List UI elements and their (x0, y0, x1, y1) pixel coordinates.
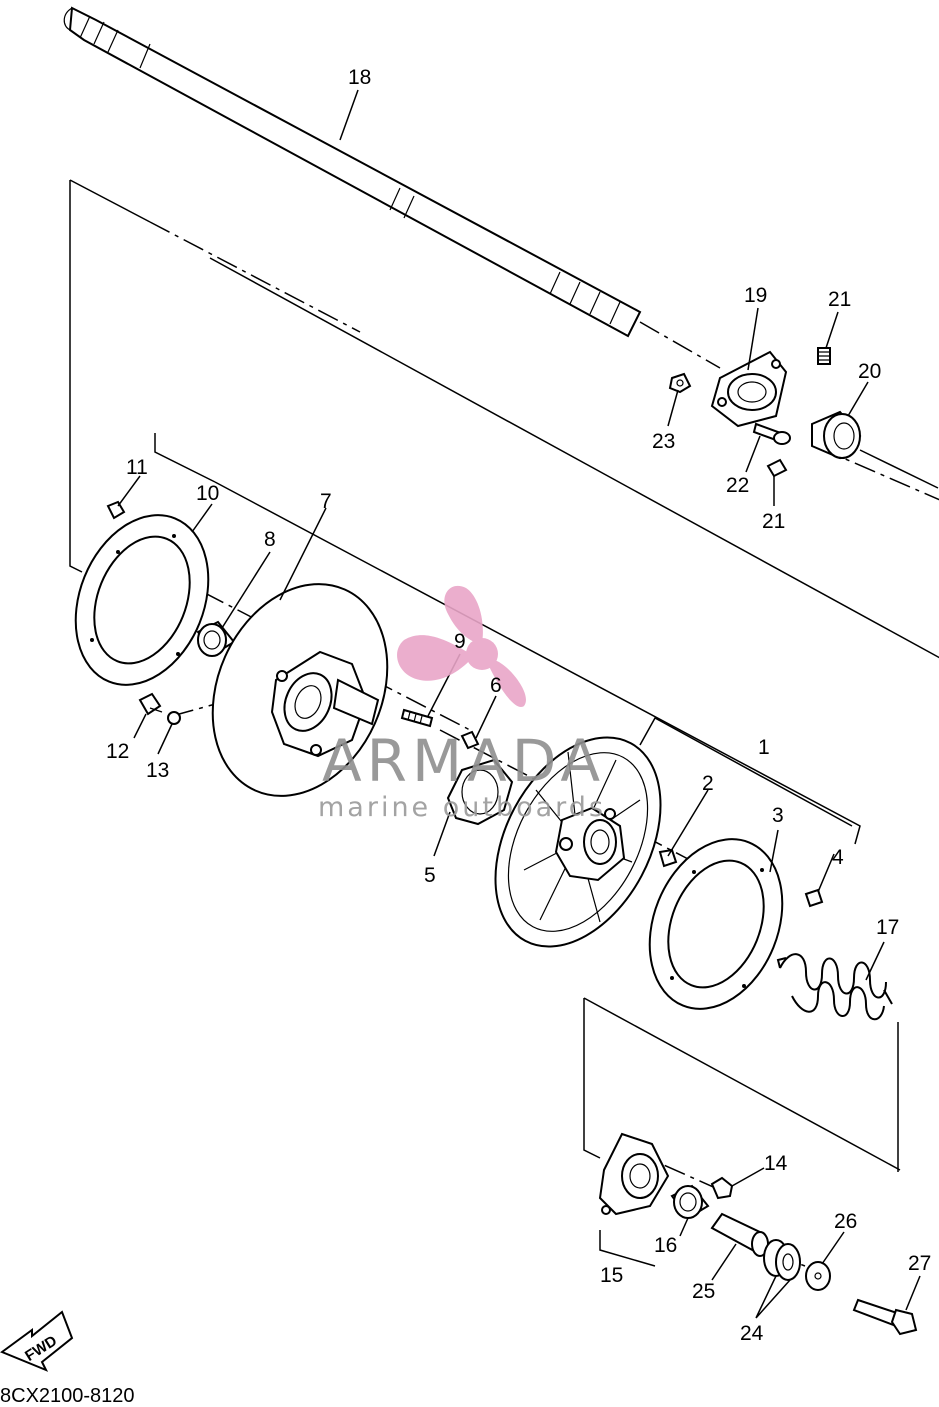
bracket-lines (69, 179, 939, 1267)
label-3: 3 (772, 804, 784, 827)
gasket (446, 758, 514, 826)
label-13: 13 (146, 759, 169, 782)
label-21-top: 21 (828, 288, 851, 311)
label-20: 20 (858, 360, 881, 383)
bolt-small (460, 730, 480, 750)
watermark-tagline: marine outboards (318, 792, 606, 823)
label-1: 1 (758, 736, 770, 759)
label-7: 7 (320, 490, 332, 513)
washer-ring-right (648, 838, 784, 1010)
set-screw-bottom (766, 458, 788, 478)
screw-right (804, 888, 824, 908)
collar (710, 1212, 769, 1257)
watermark-brand: ARMADA (322, 727, 605, 795)
stud (400, 708, 434, 728)
drive-shaft (63, 6, 721, 369)
bolt (752, 422, 791, 445)
long-bolt (852, 1298, 918, 1336)
diagram-code: 8CX2100-8120 (0, 1385, 135, 1407)
small-washer (167, 711, 181, 725)
nut (668, 372, 692, 394)
label-12: 12 (106, 740, 129, 763)
fixed-sheave (211, 583, 389, 797)
label-22: 22 (726, 474, 749, 497)
flat-washer (805, 1261, 831, 1291)
label-17: 17 (876, 916, 899, 939)
label-21-bottom: 21 (762, 510, 785, 533)
label-10: 10 (196, 482, 219, 505)
part-labels: 1 2 3 4 5 6 7 8 9 10 11 12 13 14 15 16 1… (106, 66, 931, 1345)
label-24: 24 (740, 1322, 764, 1345)
label-19: 19 (744, 284, 767, 307)
label-23: 23 (652, 430, 675, 453)
holder-cap (598, 1132, 670, 1216)
label-16: 16 (654, 1234, 677, 1257)
bearing-housing (710, 350, 788, 428)
bushing-lower (670, 1184, 710, 1220)
label-15: 15 (600, 1264, 623, 1287)
spring (776, 953, 893, 1021)
label-26: 26 (834, 1210, 857, 1233)
label-27: 27 (908, 1252, 931, 1275)
set-screw-top (817, 347, 831, 365)
small-bolt (138, 692, 163, 716)
label-2: 2 (702, 772, 714, 795)
label-25: 25 (692, 1280, 715, 1303)
label-6: 6 (490, 674, 502, 697)
spacer-pair (763, 1239, 801, 1281)
label-14: 14 (764, 1152, 788, 1175)
label-11: 11 (126, 456, 148, 479)
label-18: 18 (348, 66, 371, 89)
label-9: 9 (454, 630, 466, 653)
label-8: 8 (264, 528, 276, 551)
label-5: 5 (424, 864, 436, 887)
watermark: ARMADA marine outboards (318, 585, 606, 823)
sheave-bolt (658, 848, 678, 868)
hex-nut (710, 1176, 734, 1200)
fwd-arrow-icon: FWD (0, 1310, 74, 1372)
propeller-logo-icon (397, 585, 526, 707)
label-4: 4 (832, 846, 844, 869)
bearing (811, 410, 862, 460)
leader-lines (117, 89, 921, 1319)
movable-sheave (494, 736, 662, 948)
screw (106, 500, 126, 520)
washer-ring-left (74, 514, 210, 686)
